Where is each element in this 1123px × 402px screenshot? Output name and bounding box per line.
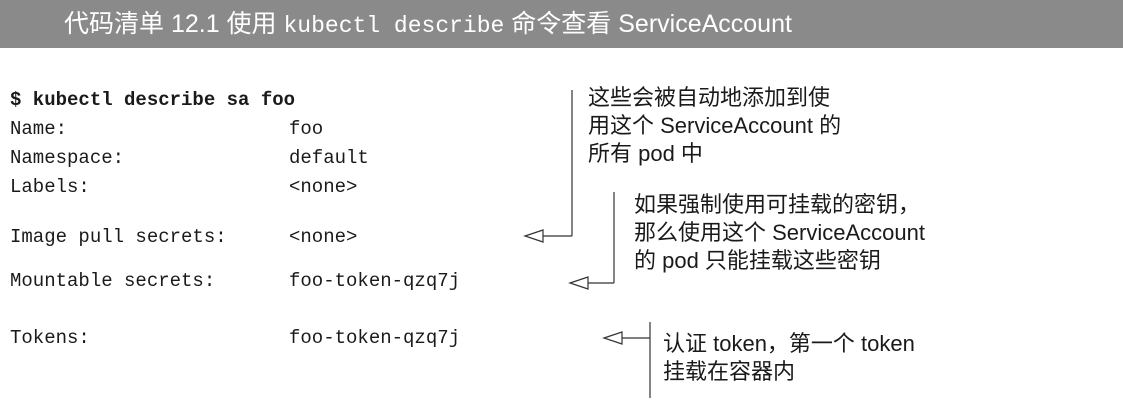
- caption-prefix: 代码清单 12.1 使用: [64, 10, 284, 38]
- code-key-image-pull-secrets: Image pull secrets:: [10, 226, 227, 248]
- code-key-mountable-secrets: Mountable secrets:: [10, 270, 216, 292]
- caption-command: kubectl describe: [283, 13, 505, 39]
- code-value-namespace: default: [289, 147, 369, 169]
- annotation-line: 用这个 ServiceAccount 的: [588, 113, 842, 138]
- annotation-line: 这些会被自动地添加到使: [588, 85, 831, 110]
- listing-caption: 代码清单 12.1 使用 kubectl describe 命令查看 Servi…: [64, 0, 792, 50]
- code-command-line: $ kubectl describe sa foo: [10, 89, 296, 111]
- callout-arrowhead-2: [568, 276, 589, 290]
- code-key-labels: Labels:: [10, 176, 90, 198]
- code-value-labels: <none>: [289, 176, 358, 198]
- annotation-line: 所有 pod 中: [588, 141, 703, 166]
- code-value-tokens: foo-token-qzq7j: [289, 327, 461, 349]
- caption-suffix: 命令查看 ServiceAccount: [504, 10, 792, 38]
- annotation-line: 认证 token，第一个 token: [663, 331, 915, 356]
- annotation-tokens: 认证 token，第一个 token 挂载在容器内: [663, 330, 915, 386]
- annotation-line: 那么使用这个 ServiceAccount: [634, 220, 925, 245]
- code-value-mountable-secrets: foo-token-qzq7j: [289, 270, 461, 292]
- code-key-namespace: Namespace:: [10, 147, 125, 169]
- code-value-name: foo: [289, 118, 324, 140]
- callout-arrowhead-3: [602, 331, 623, 345]
- code-key-tokens: Tokens:: [10, 327, 90, 349]
- annotation-auto-added: 这些会被自动地添加到使 用这个 ServiceAccount 的 所有 pod …: [588, 84, 841, 168]
- code-value-image-pull-secrets: <none>: [289, 226, 358, 248]
- annotation-line: 如果强制使用可挂载的密钥，: [634, 192, 921, 217]
- annotation-mountable: 如果强制使用可挂载的密钥， 那么使用这个 ServiceAccount 的 po…: [634, 191, 925, 275]
- annotation-line: 的 pod 只能挂载这些密钥: [634, 248, 881, 273]
- callout-arrowhead-1: [523, 229, 544, 243]
- listing-caption-bar: 代码清单 12.1 使用 kubectl describe 命令查看 Servi…: [0, 0, 1123, 48]
- annotation-line: 挂载在容器内: [663, 359, 796, 384]
- code-key-name: Name:: [10, 118, 68, 140]
